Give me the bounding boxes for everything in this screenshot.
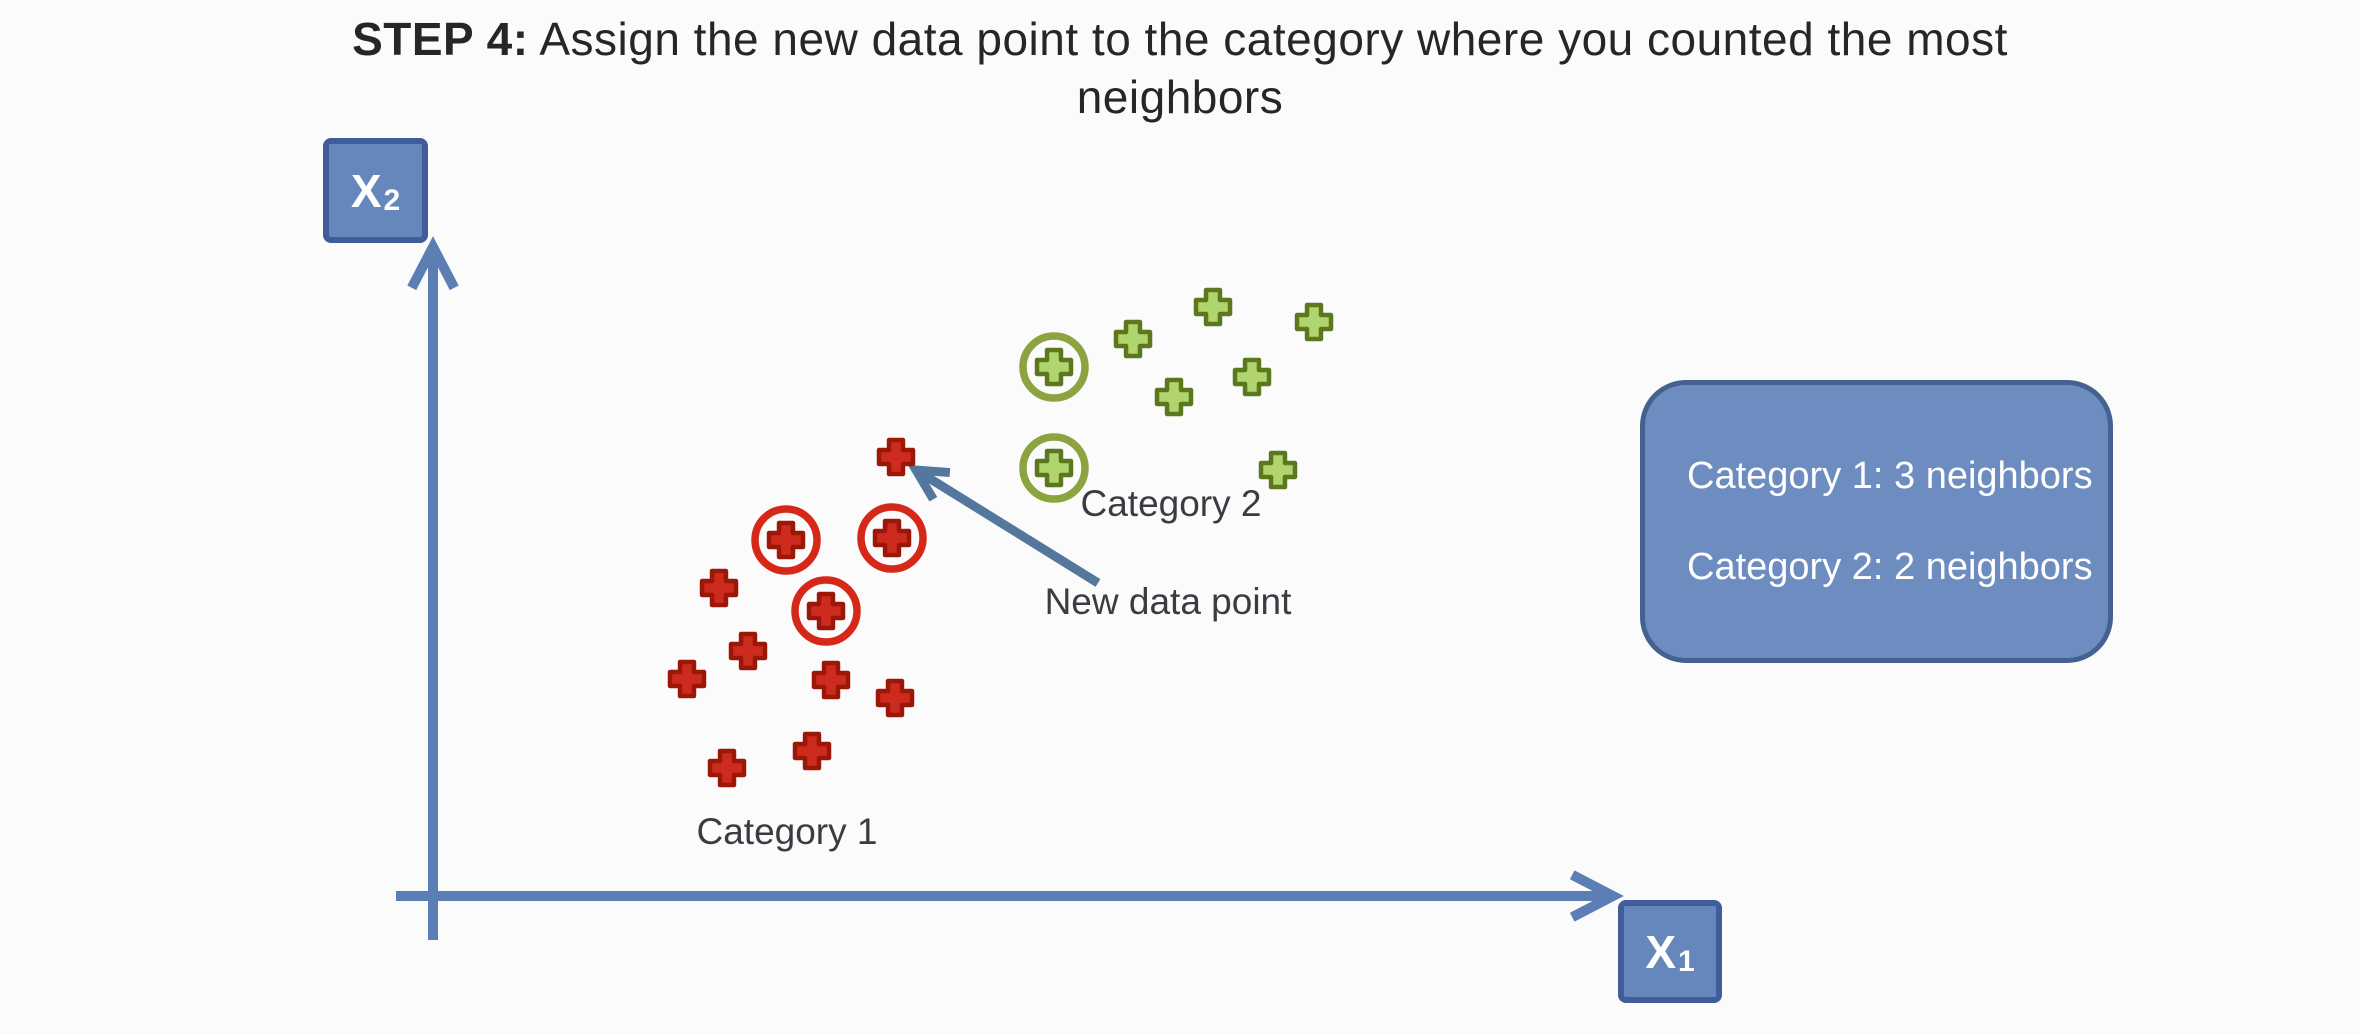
- category2-point: [1232, 357, 1272, 397]
- y-axis-subscript: 2: [383, 183, 401, 217]
- category1-point: [667, 659, 707, 699]
- new-data-point-marker: [876, 437, 916, 477]
- category2-neighbor-ring: [1019, 332, 1089, 402]
- category1-point: [792, 731, 832, 771]
- title-step-prefix: STEP 4:: [352, 13, 529, 65]
- page-title: STEP 4: Assign the new data point to the…: [0, 10, 2360, 126]
- category2-point: [1294, 302, 1334, 342]
- category2-point: [1258, 450, 1298, 490]
- category2-neighbor-ring: [1019, 433, 1089, 503]
- category1-count: Category 1: 3 neighbors: [1687, 454, 2093, 497]
- category2-point: [1193, 287, 1233, 327]
- title-line-2: neighbors: [1076, 71, 1284, 123]
- category2-point: [1034, 347, 1074, 387]
- category1-point: [806, 591, 846, 631]
- y-axis-label: X: [350, 164, 382, 217]
- title-text: Assign the new data point to the categor…: [528, 13, 2008, 65]
- category1-point: [872, 518, 912, 558]
- new-data-point-arrow: [921, 470, 1101, 587]
- category2-label: Category 2: [1080, 483, 1262, 524]
- category1-point: [699, 568, 739, 608]
- new-data-point-label: New data point: [1044, 581, 1292, 622]
- x-axis-label: X: [1645, 925, 1676, 978]
- category2-point: [1034, 448, 1074, 488]
- category2-point: [1154, 377, 1194, 417]
- y-axis-line-head: [407, 236, 459, 291]
- category1-point: [766, 520, 806, 560]
- neighbor-count-box: Category 1: 3 neighbors Category 2: 2 ne…: [1640, 380, 2113, 663]
- title-line-1: STEP 4: Assign the new data point to the…: [0, 10, 2360, 68]
- category1-neighbor-ring: [791, 576, 861, 646]
- category1-neighbor-ring: [751, 505, 821, 575]
- category1-point: [811, 660, 851, 700]
- category1-point: [707, 748, 747, 788]
- category1-label: Category 1: [696, 811, 878, 852]
- x-axis-line-head: [1569, 870, 1624, 922]
- category2-count: Category 2: 2 neighbors: [1687, 545, 2093, 588]
- category1-point: [728, 631, 768, 671]
- new-data-point-arrow-head: [907, 464, 951, 502]
- category1-point: [875, 678, 915, 718]
- category1-neighbor-ring: [857, 503, 927, 573]
- x-axis-subscript: 1: [1678, 944, 1695, 978]
- category2-point: [1113, 319, 1153, 359]
